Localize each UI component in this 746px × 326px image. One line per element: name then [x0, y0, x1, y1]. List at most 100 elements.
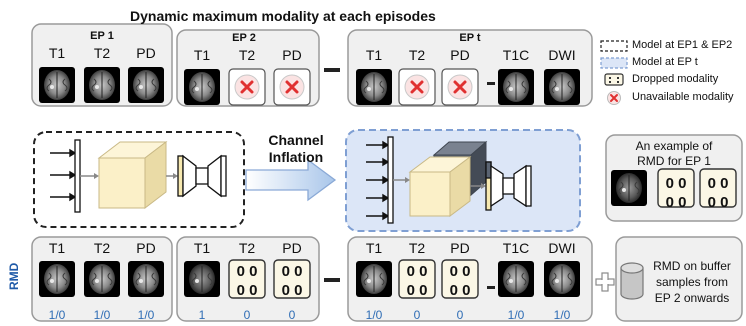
rmd-value: 1/0 [93, 308, 111, 322]
modality-label-t1c: T1C [502, 47, 530, 63]
example-dropped-box [699, 168, 737, 208]
brain-image-pd [128, 261, 164, 297]
inflation-label-line2: Inflation [268, 149, 324, 165]
dropped-block-ept-t2: 0 0 0 0 [406, 263, 428, 299]
brain-image-t1c [498, 69, 534, 105]
rmd-value: 0 [243, 308, 251, 322]
dropped-block-ep2-pd: 0 0 0 0 [281, 263, 303, 299]
legend-icons [600, 40, 628, 105]
modality-label-pd: PD [136, 45, 156, 61]
input-arrows-right [366, 140, 390, 221]
modality-label-t2: T2 [238, 240, 256, 256]
modality-label-t1c: T1C [502, 240, 530, 256]
rmd-value: 1/0 [507, 308, 525, 322]
dropped-block-ep2-t2: 0 0 0 0 [236, 263, 258, 299]
modality-label-pd: PD [136, 240, 156, 256]
rmd-value: 0 [413, 308, 421, 322]
modality-label-pd: PD [450, 47, 470, 63]
modality-label-t1: T1 [48, 45, 66, 61]
buffer-panel [615, 236, 743, 322]
rmd-value: 0 [456, 308, 464, 322]
feature-cube-left [97, 140, 168, 210]
brain-image-t2 [84, 67, 120, 103]
brain-image-t2 [84, 261, 120, 297]
rmd-value: 1/0 [553, 308, 571, 322]
example-text-line1: An example of [635, 139, 713, 153]
modality-label-t2: T2 [408, 47, 426, 63]
modality-label-t2: T2 [408, 240, 426, 256]
legend-dashed-box-icon [600, 40, 628, 52]
rmd-value: 1 [198, 308, 206, 322]
ep2-label: EP 2 [232, 32, 256, 44]
feature-cube-right [408, 156, 472, 217]
modality-label-t2: T2 [238, 47, 256, 63]
legend-model-ept: Model at EP t [632, 56, 698, 68]
modality-label-dwi: DWI [548, 47, 576, 63]
rmd-value: 1/0 [48, 308, 66, 322]
legend-unavailable-icon [607, 91, 621, 105]
buffer-note-line2: samples from [655, 275, 729, 289]
legend-dropped: Dropped modality [632, 73, 719, 85]
brain-image-t1 [184, 69, 220, 105]
buffer-note-line3: EP 2 onwards [654, 291, 730, 305]
example-brain-image [611, 170, 647, 206]
brain-image-t1 [356, 69, 392, 105]
ellipsis-dash-bottom [324, 278, 340, 282]
example-dropped-box [657, 168, 695, 208]
modality-label-t1: T1 [48, 240, 66, 256]
modality-label-t1: T1 [193, 240, 211, 256]
unet-left [177, 154, 227, 198]
modality-label-t1: T1 [193, 47, 211, 63]
legend-unavailable: Unavailable modality [632, 91, 734, 103]
modality-label-t1: T1 [365, 240, 383, 256]
brain-image-t1c [498, 261, 534, 297]
ept-separator-dash-top [487, 82, 495, 85]
brain-image-dwi [544, 69, 580, 105]
unavailable-icon [228, 68, 266, 106]
modality-label-pd: PD [450, 240, 470, 256]
example-dropped-block-1: 0 0 0 0 [665, 175, 687, 211]
dropped-blocks [228, 168, 737, 299]
brain-image-t1 [39, 261, 75, 297]
inflation-label-line1: Channel [268, 132, 324, 148]
unavailable-icon [441, 68, 479, 106]
rmd-value: 1/0 [137, 308, 155, 322]
modality-label-t2: T2 [93, 45, 111, 61]
input-layer-inflated [387, 136, 394, 224]
legend-model-ep1-ep2: Model at EP1 & EP2 [632, 39, 733, 51]
unavailable-icon [273, 68, 311, 106]
brain-image-dwi [544, 261, 580, 297]
model-ept-box [345, 129, 581, 232]
modality-label-pd: PD [282, 240, 302, 256]
brain-image-t1 [39, 67, 75, 103]
database-icon [620, 262, 644, 300]
modality-label-pd: PD [282, 47, 302, 63]
plus-icon [595, 272, 615, 292]
example-text-line2: RMD for EP 1 [637, 154, 711, 168]
unet-right [485, 161, 532, 211]
dropped-box [398, 259, 436, 299]
ept-separator-dash-bottom [487, 286, 495, 289]
model-ep1-ep2-box [33, 131, 245, 228]
brain-images [39, 67, 647, 297]
legend-dropped-icon [604, 73, 624, 86]
inflation-arrow [245, 158, 337, 202]
buffer-note-line1: RMD on buffer [653, 259, 731, 273]
brain-image-t1 [356, 261, 392, 297]
input-layer [74, 139, 81, 213]
unavailable-icon [398, 68, 436, 106]
brain-image-t1 [184, 261, 220, 297]
modality-label-dwi: DWI [548, 240, 576, 256]
diagram-title: Dynamic maximum modality at each episode… [130, 8, 436, 24]
unavailable-markers [228, 68, 479, 106]
modality-label-t1: T1 [365, 47, 383, 63]
input-arrows-left [50, 148, 77, 202]
ept-label: EP t [459, 32, 481, 44]
rmd-row-label: RMD [7, 262, 21, 290]
dropped-box [273, 259, 311, 299]
dropped-box [441, 259, 479, 299]
legend-blue-box-icon [600, 57, 628, 69]
dropped-box [228, 259, 266, 299]
